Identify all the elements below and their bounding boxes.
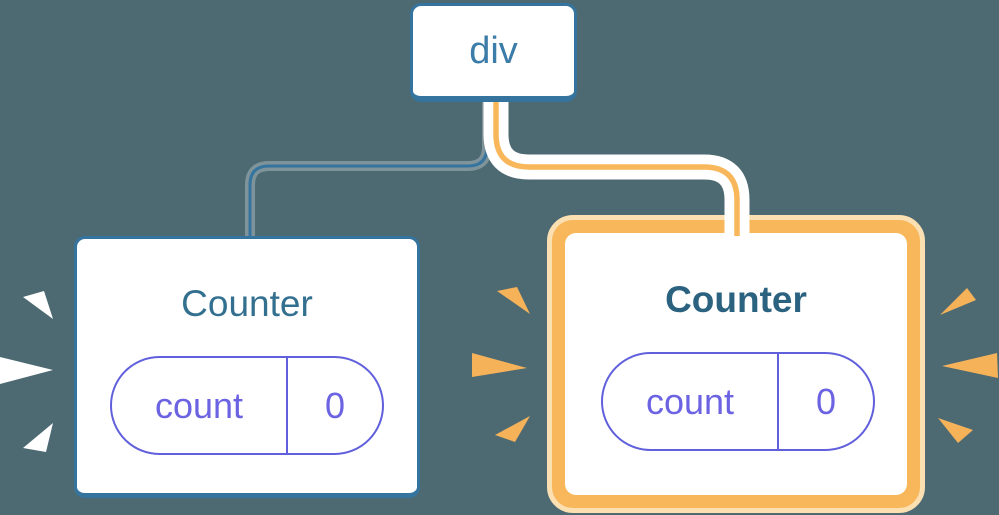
state-key: count bbox=[112, 358, 288, 453]
sparkle-burst-orange-left-icon bbox=[472, 287, 530, 442]
state-pill: count 0 bbox=[110, 356, 384, 455]
counter-card-right: Counter count 0 bbox=[565, 233, 907, 495]
counter-title: Counter bbox=[665, 279, 807, 320]
state-pill: count 0 bbox=[601, 352, 875, 451]
div-node: div bbox=[410, 3, 577, 102]
counter-title: Counter bbox=[181, 283, 313, 324]
sparkle-burst-white-icon bbox=[0, 291, 53, 452]
state-value: 0 bbox=[815, 380, 837, 422]
state-key: count bbox=[603, 354, 779, 449]
edge-div-to-left-counter bbox=[245, 100, 492, 240]
counter-card-left: Counter count 0 bbox=[74, 236, 420, 498]
state-value: 0 bbox=[324, 384, 346, 426]
edge-div-to-right-counter bbox=[483, 100, 750, 236]
highlight-frame: Counter count 0 bbox=[547, 215, 925, 513]
sparkle-burst-orange-right-icon bbox=[938, 288, 998, 443]
div-node-label: div bbox=[469, 29, 518, 72]
